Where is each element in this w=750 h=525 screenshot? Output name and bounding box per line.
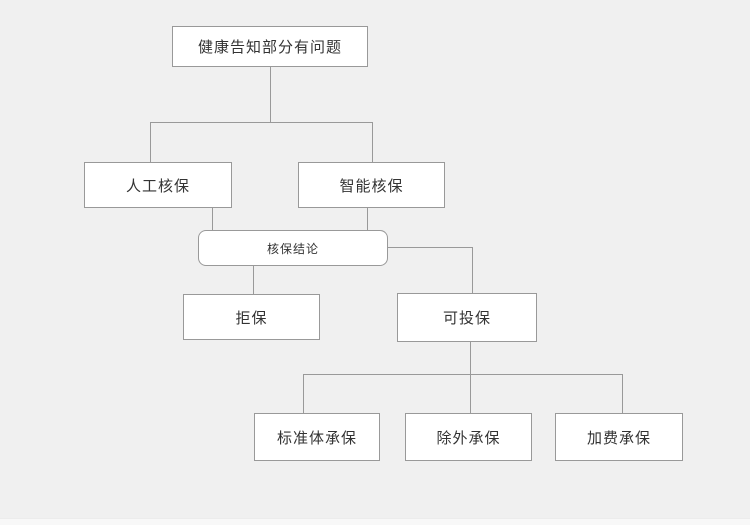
connector-drop-insurable: [472, 247, 473, 293]
connector-row4-rail: [303, 374, 623, 375]
node-underwriting-conclusion: 核保结论: [198, 230, 388, 266]
node-health-notice-issue: 健康告知部分有问题: [172, 26, 368, 67]
connector-row2-rail: [150, 122, 373, 123]
connector-insurable-trunk: [470, 342, 471, 374]
connector-conclusion-reject: [253, 266, 254, 294]
connector-drop-exclusion: [470, 374, 471, 413]
connector-drop-standard: [303, 374, 304, 413]
node-exclusion-acceptance: 除外承保: [405, 413, 532, 461]
node-standard-acceptance: 标准体承保: [254, 413, 380, 461]
node-surcharge-acceptance: 加费承保: [555, 413, 683, 461]
connector-conclusion-right: [388, 247, 473, 248]
node-insurable: 可投保: [397, 293, 537, 342]
connector-manual-conclusion: [212, 208, 213, 230]
connector-root-trunk: [270, 67, 271, 122]
connector-drop-manual: [150, 122, 151, 162]
connector-smart-conclusion: [367, 208, 368, 230]
node-smart-underwriting: 智能核保: [298, 162, 445, 208]
node-manual-underwriting: 人工核保: [84, 162, 232, 208]
node-reject: 拒保: [183, 294, 320, 340]
connector-drop-surcharge: [622, 374, 623, 413]
bottom-edge-strip: [0, 518, 750, 525]
connector-drop-smart: [372, 122, 373, 162]
